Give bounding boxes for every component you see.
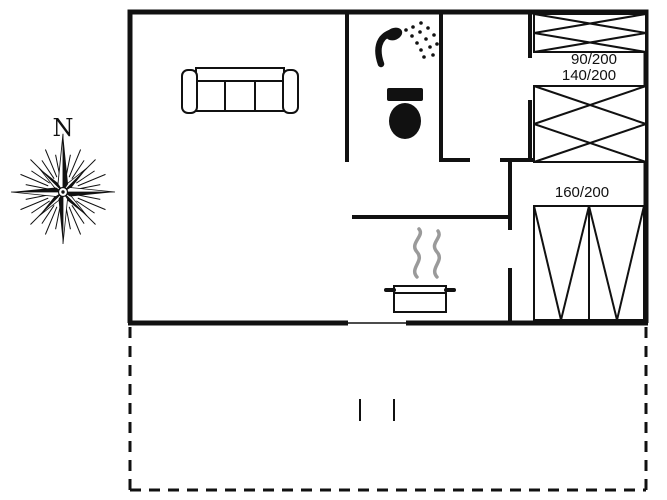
cooking-pot-icon (384, 285, 456, 313)
north-label: N (53, 114, 74, 142)
bed-160x200-icon (533, 205, 645, 321)
terrace-dashed-outline (128, 327, 648, 492)
toilet-icon (387, 88, 423, 139)
shower-spray-dots (404, 21, 439, 59)
bed-90x200-icon (533, 13, 647, 53)
sofa-icon (181, 67, 299, 114)
bed-140x200-icon (533, 85, 647, 163)
shower-icon (375, 21, 439, 68)
compass-rose-icon (10, 133, 116, 245)
bed-160x200-label: 160/200 (555, 184, 609, 201)
exterior-walls (127, 9, 649, 326)
bed-140x200-label: 140/200 (562, 67, 616, 84)
interior-walls (345, 12, 648, 323)
steam-icon (413, 227, 441, 279)
terrace-step-marks (359, 399, 395, 421)
bed-90x200-label: 90/200 (571, 51, 617, 68)
